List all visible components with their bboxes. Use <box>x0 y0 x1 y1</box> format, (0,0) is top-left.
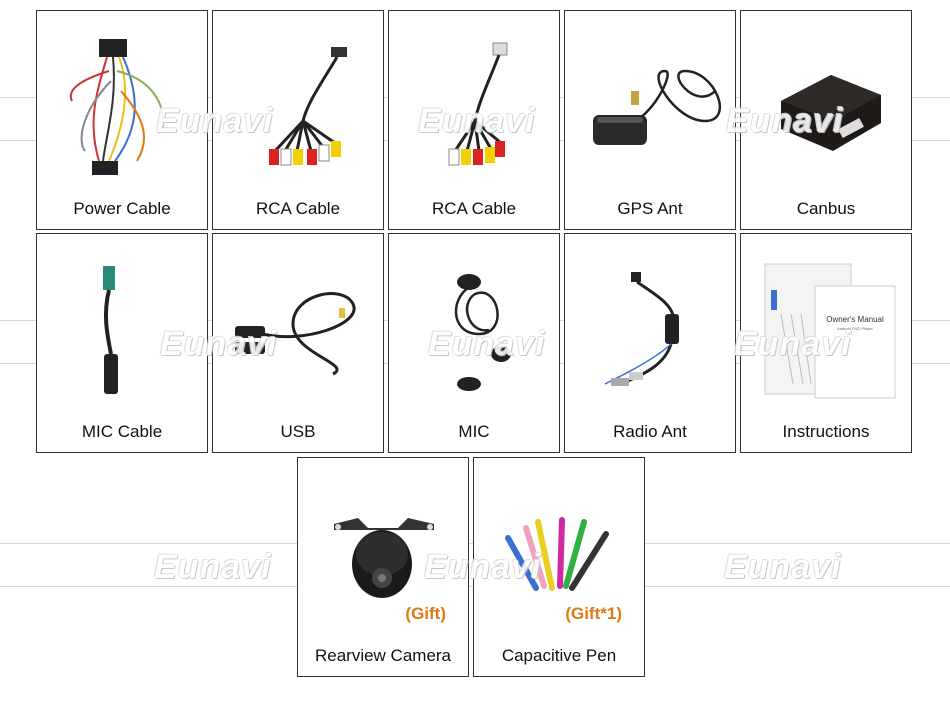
stylus-pens-icon <box>505 517 609 591</box>
item-label: Instructions <box>782 422 870 441</box>
manual-title: Owner's Manual <box>826 315 884 324</box>
watermark: Eunavi <box>424 548 542 586</box>
item-label: Capacitive Pen <box>501 646 617 665</box>
item-label: Power Cable <box>73 199 171 218</box>
mic-cable-icon <box>103 266 118 394</box>
watermark: Eunavi <box>160 325 278 363</box>
product-rca-cable-2: RCA Cable <box>388 10 560 230</box>
item-label: MIC Cable <box>81 422 163 441</box>
watermark: Eunavi <box>418 102 536 140</box>
item-label: USB <box>280 422 316 441</box>
canbus-box-icon <box>781 75 881 151</box>
product-mic: MIC <box>388 233 560 453</box>
item-label: MIC <box>458 422 490 441</box>
item-label: RCA Cable <box>255 199 341 218</box>
product-capacitive-pen: (Gift*1) Capacitive Pen <box>473 457 645 677</box>
manual-icon: Owner's Manual Android DVD Player <box>764 263 896 399</box>
watermark: Eunavi <box>428 325 546 363</box>
watermark: Eunavi <box>156 102 274 140</box>
item-label: GPS Ant <box>617 199 683 218</box>
watermark: Eunavi <box>154 548 272 586</box>
gps-antenna-icon <box>593 69 722 145</box>
product-mic-cable: MIC Cable <box>36 233 208 453</box>
gift-badge: (Gift*1) <box>565 604 622 623</box>
item-label: Rearview Camera <box>314 646 452 665</box>
microphone-icon <box>454 274 511 391</box>
radio-antenna-icon <box>604 272 679 386</box>
watermark: Eunavi <box>734 325 852 363</box>
usb-cable-icon <box>235 292 356 376</box>
product-gps-ant: GPS Ant <box>564 10 736 230</box>
watermark: Eunavi <box>724 548 842 586</box>
camera-icon <box>334 518 434 598</box>
rca-cable-icon <box>269 47 347 166</box>
rca-cable-small-icon <box>448 42 508 166</box>
gift-badge: (Gift) <box>405 604 446 623</box>
item-label: Canbus <box>796 199 856 218</box>
product-radio-ant: Radio Ant <box>564 233 736 453</box>
product-canbus: Canbus <box>740 10 912 230</box>
product-power-cable: Power Cable <box>36 10 208 230</box>
item-label: RCA Cable <box>431 199 517 218</box>
product-rca-cable: RCA Cable <box>212 10 384 230</box>
item-label: Radio Ant <box>613 422 687 441</box>
manual-subtitle: Android DVD Player <box>837 326 873 331</box>
product-rearview-camera: (Gift) Rearview Camera <box>297 457 469 677</box>
watermark: Eunavi <box>726 102 844 140</box>
wire-harness-icon <box>69 39 165 175</box>
product-usb: USB <box>212 233 384 453</box>
product-instructions: Owner's Manual Android DVD Player Instru… <box>740 233 912 453</box>
